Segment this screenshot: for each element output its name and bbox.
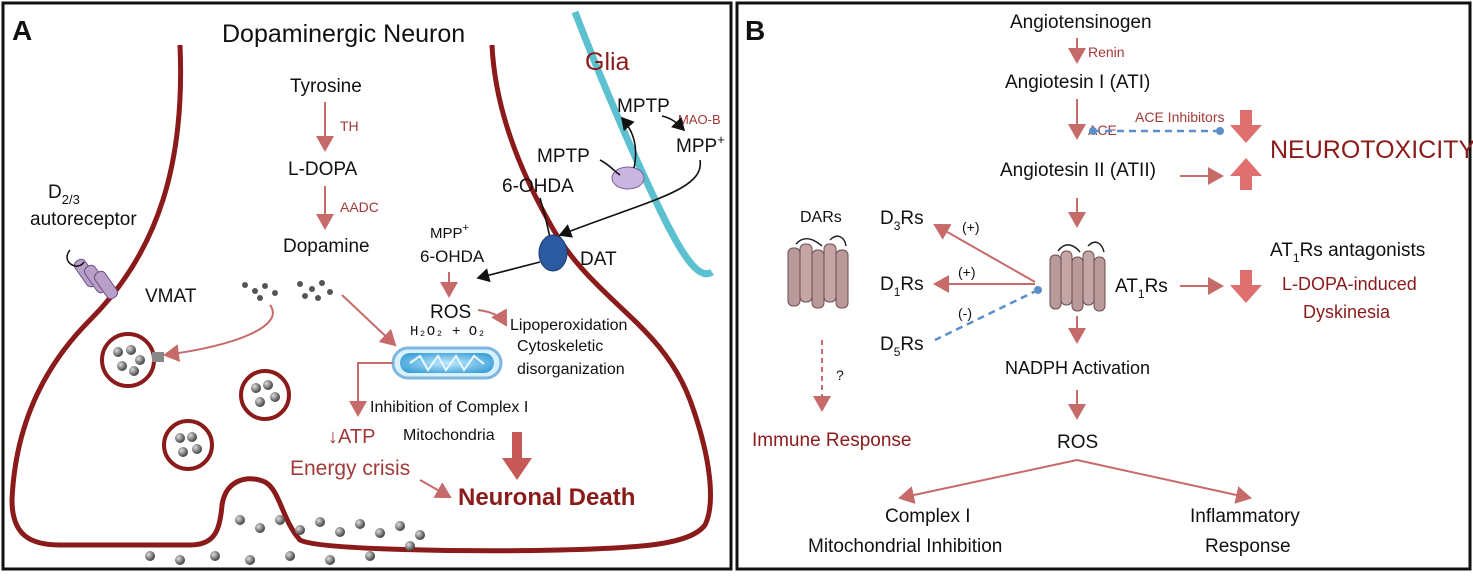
ohda2-label: 6-OHDA [420,247,485,266]
dat-label: DAT [580,249,617,270]
neuron-membrane [9,44,713,554]
vmat-label: VMAT [145,286,197,307]
atp-label: ↓ATP [328,426,375,448]
panel-b: B Angiotensinogen Renin Angiotesin I (AT… [735,1,1473,571]
neurotox-down-arrow-icon [1230,110,1262,143]
mitochondria-label: Mitochondria [403,427,495,444]
ldopa-dysk-label-2: Dyskinesia [1303,302,1391,322]
dopamine-molecules [242,280,333,301]
mptp-transporter-icon [611,166,645,190]
energy-to-death-arrow [419,479,452,498]
ros-to-lipo-arrow [477,308,507,327]
dat-transporter-icon [538,234,568,272]
cytoskeletic-label: Cytoskeletic [517,338,603,355]
at1rs-label: AT1Rs [1115,276,1168,301]
maob-label: MAO-B [678,112,721,127]
mpp-to-dat-arrow [558,159,701,238]
d3-plus-label: (+) [962,219,980,235]
ros-b-label: ROS [1057,432,1098,453]
ldopa-dysk-label-1: L-DOPA-induced [1282,274,1417,294]
ace-inhibition-end-icon [1089,127,1097,135]
neurotoxicity-label: NEUROTOXICITY [1270,136,1473,164]
dat-uptake-arrow [476,261,541,283]
question-label: ? [836,367,844,383]
ace-inhibitors-label: ACE Inhibitors [1135,109,1224,125]
panel-a: A Dopaminergic Neuron Glia Tyrosine TH L… [1,1,733,571]
response-label: Response [1205,536,1291,557]
renin-label: Renin [1088,44,1125,60]
d5-minus-label: (-) [958,305,972,321]
mptp-top-label: MPTP [617,96,670,117]
at1-receptor-icon [1049,241,1106,312]
panel-b-label: B [745,15,765,46]
mitochondrion-icon [391,346,503,380]
immune-response-label: Immune Response [752,430,911,451]
ace-inhibition-start-icon [1216,127,1224,135]
ati-label: Angiotesin I (ATI) [1005,72,1150,93]
mpp-left-label: MPP+ [430,222,469,242]
mptp-exit-arrow [620,116,637,169]
death-big-arrow [502,432,532,480]
vesicle-3 [162,419,214,471]
dars-label: DARs [800,209,842,226]
h2o2-label: H₂O₂ + O₂ [410,324,486,340]
nadph-label: NADPH Activation [1005,358,1150,378]
disorganization-label: disorganization [517,361,625,378]
dysk-down-arrow-icon [1230,270,1262,303]
vmat-arrow [163,304,274,363]
energy-crisis-label: Energy crisis [290,457,410,480]
inflammatory-label: Inflammatory [1190,506,1300,527]
ros-to-complex1-arrow [898,459,1078,504]
da-to-mito-arrow [341,294,397,347]
complex1-label: Complex I [885,506,971,527]
at1-antagonists-label: AT1Rs antagonists [1270,240,1425,265]
ldopa-label: L-DOPA [288,159,358,180]
inhibition-label: Inhibition of Complex I [370,399,528,416]
synaptic-dopamine [145,515,425,565]
tyrosine-label: Tyrosine [290,76,362,97]
panel-a-title: Dopaminergic Neuron [222,20,465,48]
atii-label: Angiotesin II (ATII) [1000,160,1156,181]
lipoperoxidation-label: Lipoperoxidation [510,317,627,334]
d1-plus-label: (+) [958,264,976,280]
mito-to-atp-arrow [349,362,393,417]
dopamine-label: Dopamine [283,236,370,257]
at1-to-d3-arrow [933,224,1036,283]
aadc-label: AADC [340,199,379,215]
mptp-entry-arrow [599,159,621,176]
d5rs-label: D5Rs [880,334,924,359]
neuronal-death-label: Neuronal Death [458,484,635,511]
d3rs-label: D3Rs [880,208,924,233]
vesicle-2 [239,369,291,421]
dars-receptor-icon [787,235,849,309]
at1-d5-inhibition-icon [1034,286,1042,294]
d1rs-label: D1Rs [880,274,924,299]
mptp-left-label: MPTP [537,146,590,167]
glia-label: Glia [585,48,630,76]
th-label: TH [340,118,359,134]
vesicle-1 [100,332,164,388]
ohda-label: 6-OHDA [502,176,574,197]
neurotox-up-arrow-icon [1230,158,1262,190]
maob-arrow [661,115,686,132]
ros-label: ROS [430,302,471,323]
ros-to-inflam-arrow [1076,459,1252,504]
d23-receptor-icon [66,249,119,300]
mpp-right-label: MPP+ [676,132,725,157]
mito-inhibition-label: Mitochondrial Inhibition [808,536,1002,557]
d23-label: D2/3 [48,182,80,207]
autoreceptor-label: autoreceptor [30,209,137,230]
angiotensinogen-label: Angiotensinogen [1010,12,1152,33]
panel-a-label: A [12,15,32,46]
